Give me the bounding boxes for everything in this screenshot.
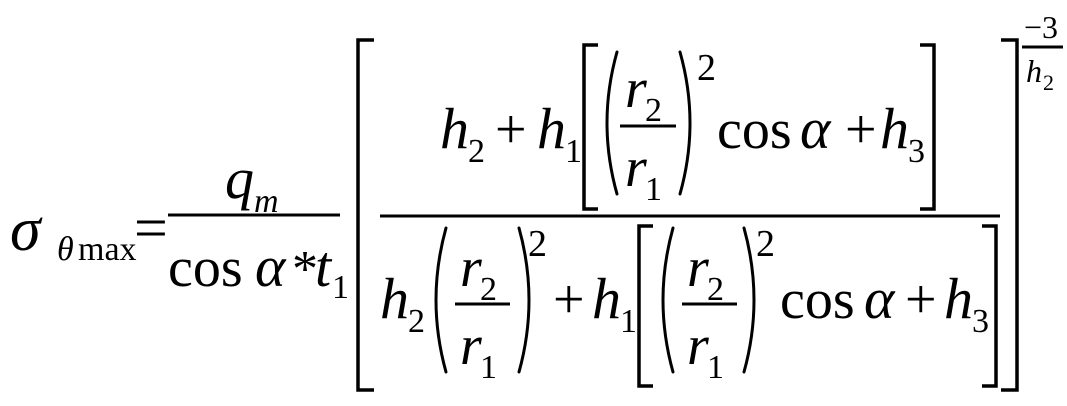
num-frac-r2-subscript: 2 [645,92,662,129]
den-square-exponent-2: 2 [756,223,775,265]
den-frac1-r2-subscript: 2 [480,271,497,308]
num-right-paren [678,50,692,196]
den-plus-2: + [905,269,937,331]
den-cos: cos [780,269,855,331]
num-h2: h [440,96,469,161]
den-frac1-r1-subscript: 1 [480,349,497,386]
exponent-denominator-h: h [1026,53,1042,89]
den-h3-subscript: 3 [972,303,989,340]
den-h3: h [944,266,973,331]
exponent-numerator: −3 [1024,9,1058,45]
den-right-paren-2 [742,226,756,374]
bracket-denominator: h 2 r 2 r 1 2 + h 1 r 2 r 1 2 cos α + h … [380,223,998,388]
num-frac-r2: r [625,58,647,120]
den-right-paren-1 [517,226,531,374]
den-left-square-bracket [637,224,653,388]
q-symbol: q [225,146,254,211]
num-alpha: α [800,96,832,161]
num-h3-subscript: 3 [908,133,925,170]
den-frac2-r1-subscript: 1 [707,349,724,386]
den-right-square-bracket [982,224,998,388]
coefficient-fraction: q m cos α * t 1 [168,146,349,306]
num-left-square-bracket [582,43,598,211]
lhs: σ θ max [10,196,137,268]
num-square-exponent: 2 [697,47,716,89]
outer-left-bracket [356,38,374,392]
coef-t-subscript: 1 [332,269,349,306]
den-h2: h [380,266,409,331]
num-frac-r1: r [625,137,647,199]
num-frac-r1-subscript: 1 [645,171,662,208]
exponent-fraction: −3 h 2 [1022,9,1063,95]
subscript-max: max [78,231,137,268]
den-left-paren-2 [661,226,675,374]
den-frac2-r2: r [687,237,709,299]
den-frac1-r1: r [460,315,482,377]
den-plus-1: + [553,269,585,331]
subscript-theta: θ [57,231,74,268]
bracket-numerator: h 2 + h 1 r 2 r 1 2 cos α + h 3 [440,43,936,211]
den-h1: h [592,266,621,331]
num-h1: h [537,96,566,161]
equals-sign: = [134,195,168,261]
den-alpha: α [864,266,896,331]
coef-times: * [292,241,318,298]
den-h2-subscript: 2 [408,303,425,340]
coef-t: t [315,234,333,299]
num-h2-subscript: 2 [468,133,485,170]
den-left-paren-1 [434,226,448,374]
sigma-symbol: σ [10,196,43,264]
num-h3: h [880,96,909,161]
num-plus-2: + [845,99,877,161]
outer-right-bracket [1001,38,1019,392]
num-h1-subscript: 1 [565,133,582,170]
num-cos: cos [717,99,792,161]
num-right-square-bracket [920,43,936,211]
coef-cos: cos [168,237,243,299]
den-frac2-r1: r [687,315,709,377]
coef-alpha: α [255,234,287,299]
den-h1-subscript: 1 [620,303,637,340]
exponent-denominator-subscript: 2 [1043,70,1054,95]
num-left-paren [605,50,619,196]
den-square-exponent-1: 2 [528,223,547,265]
den-frac2-r2-subscript: 2 [707,271,724,308]
num-plus-1: + [495,99,527,161]
den-frac1-r2: r [460,237,482,299]
